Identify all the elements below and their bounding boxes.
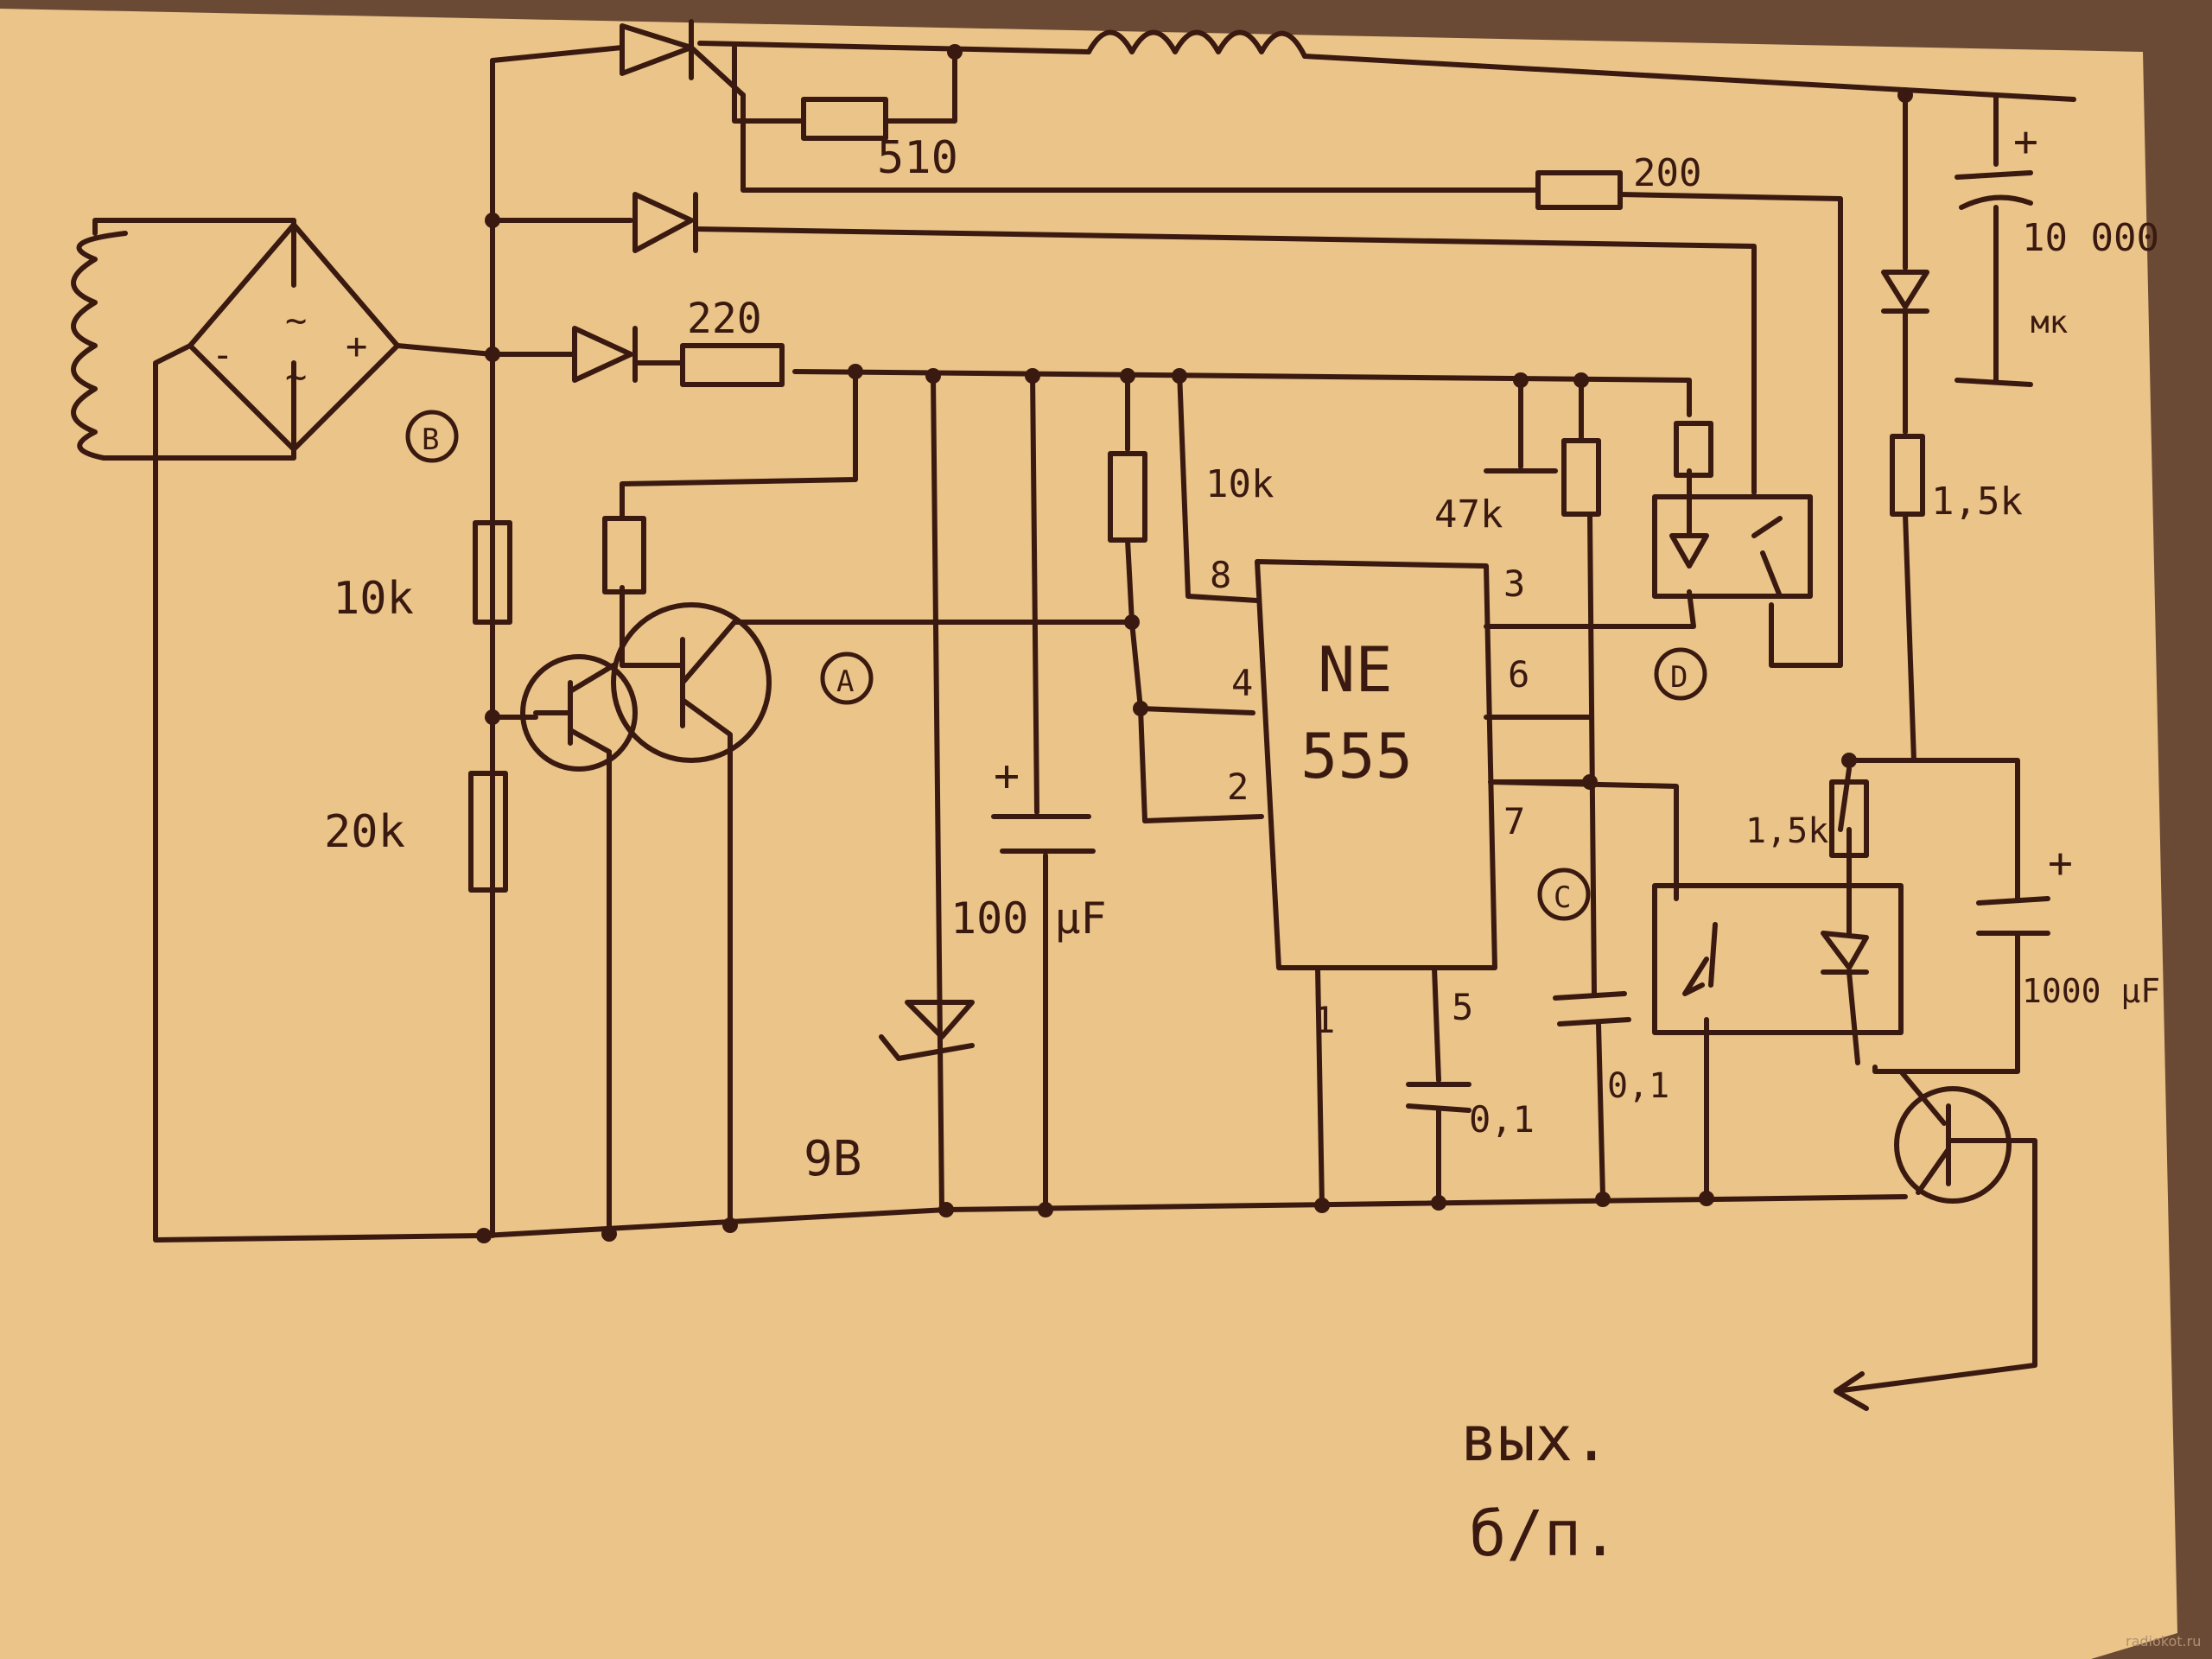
plus-sign-100uf: + (994, 751, 1020, 801)
capacitor-timing (1553, 512, 1631, 1199)
capacitor-100uf (991, 369, 1096, 1212)
optocoupler-bottom (1652, 883, 1904, 1035)
node-b-label: B (422, 423, 439, 457)
pin-2-label: 2 (1227, 766, 1249, 808)
resistor-10k-left (473, 520, 512, 625)
node-d-label: D (1670, 660, 1688, 695)
diode-2 (632, 192, 698, 253)
bridge-minus-label: - (212, 334, 233, 376)
output-arrow (1834, 1069, 2037, 1411)
output-label-line2: б/п. (1469, 1497, 1618, 1570)
node-a-marker (820, 652, 874, 705)
output-label-line1: вых. (1460, 1402, 1610, 1475)
label-cap-1000uf: 1000 μF (2022, 972, 2160, 1010)
watermark: radiokot.ru (2126, 1633, 2201, 1649)
ground-47k (1484, 378, 1558, 474)
node-c-marker (1537, 868, 1591, 921)
pin-1-label: 1 (1313, 999, 1335, 1041)
ic-name-ne: NE (1318, 633, 1393, 706)
pin-5-label: 5 (1452, 986, 1473, 1028)
label-r-15k-right: 1,5k (1931, 480, 2023, 524)
resistor-200 (1535, 170, 1623, 210)
label-r-220: 220 (687, 295, 762, 343)
label-zener-9v: 9В (804, 1131, 861, 1187)
node-d-marker (1654, 647, 1707, 701)
bridge-ac-label-1: ~ (285, 299, 307, 341)
plus-sign-1000uf: + (2048, 839, 2073, 887)
bridge-ac-label-2: ~ (285, 355, 307, 397)
ne555-ic (1255, 559, 1497, 970)
pin-3-label: 3 (1503, 563, 1525, 605)
schematic-wires (71, 19, 2076, 1411)
label-r-10k-top: 10k (1205, 462, 1274, 506)
pin-8-label: 8 (1210, 554, 1231, 596)
bridge-plus-label: + (346, 325, 367, 367)
pin-6-label: 6 (1508, 653, 1529, 696)
paper-sheet (0, 9, 2177, 1659)
node-b-marker (405, 410, 459, 463)
diode-3 (572, 326, 638, 383)
label-r-200: 200 (1633, 151, 1701, 195)
node-c-label: C (1554, 880, 1571, 915)
pin-4-label: 4 (1231, 662, 1253, 704)
resistor-opto (1674, 421, 1713, 478)
resistor-15k-led (1829, 779, 1869, 858)
label-cap-01-timing: 0,1 (1607, 1066, 1669, 1106)
schematic-labels: 510 200 220 + 10 000 мк 10k 20k 10k 47k … (212, 118, 2201, 1649)
zener-diode (879, 1000, 975, 1061)
resistor-47k (1561, 438, 1601, 517)
inductor (1086, 29, 1307, 59)
label-r-510: 510 (877, 132, 958, 184)
label-cap-10000: 10 000 (2022, 216, 2159, 260)
capacitor-pin5 (1406, 965, 1471, 1204)
label-cap-10000-unit: мк (2031, 305, 2069, 340)
label-r-47k: 47k (1434, 493, 1503, 537)
label-r-15k-led: 1,5k (1745, 811, 1828, 851)
transistor-output (1894, 1086, 2012, 1204)
capacitor-1000uf (1847, 758, 2050, 1074)
plus-sign-10000: + (2013, 118, 2038, 166)
transistor-2 (611, 602, 772, 763)
node-a-label: A (836, 664, 854, 699)
label-r-20k-left: 20k (324, 806, 405, 858)
resistor-20k-left (468, 771, 508, 893)
bridge-rectifier (188, 222, 400, 452)
optocoupler-top (1652, 494, 1813, 599)
label-cap-01-pin5: 0,1 (1469, 1098, 1535, 1141)
transistor-1 (520, 654, 638, 772)
capacitor-10000 (1955, 92, 2033, 387)
pin-7-label: 7 (1503, 800, 1525, 842)
label-cap-100uf: 100 μF (950, 893, 1107, 944)
resistor-220 (680, 343, 785, 387)
ic-name-555: 555 (1300, 720, 1413, 792)
transformer-winding (71, 231, 296, 461)
label-r-10k-left: 10k (333, 573, 414, 625)
